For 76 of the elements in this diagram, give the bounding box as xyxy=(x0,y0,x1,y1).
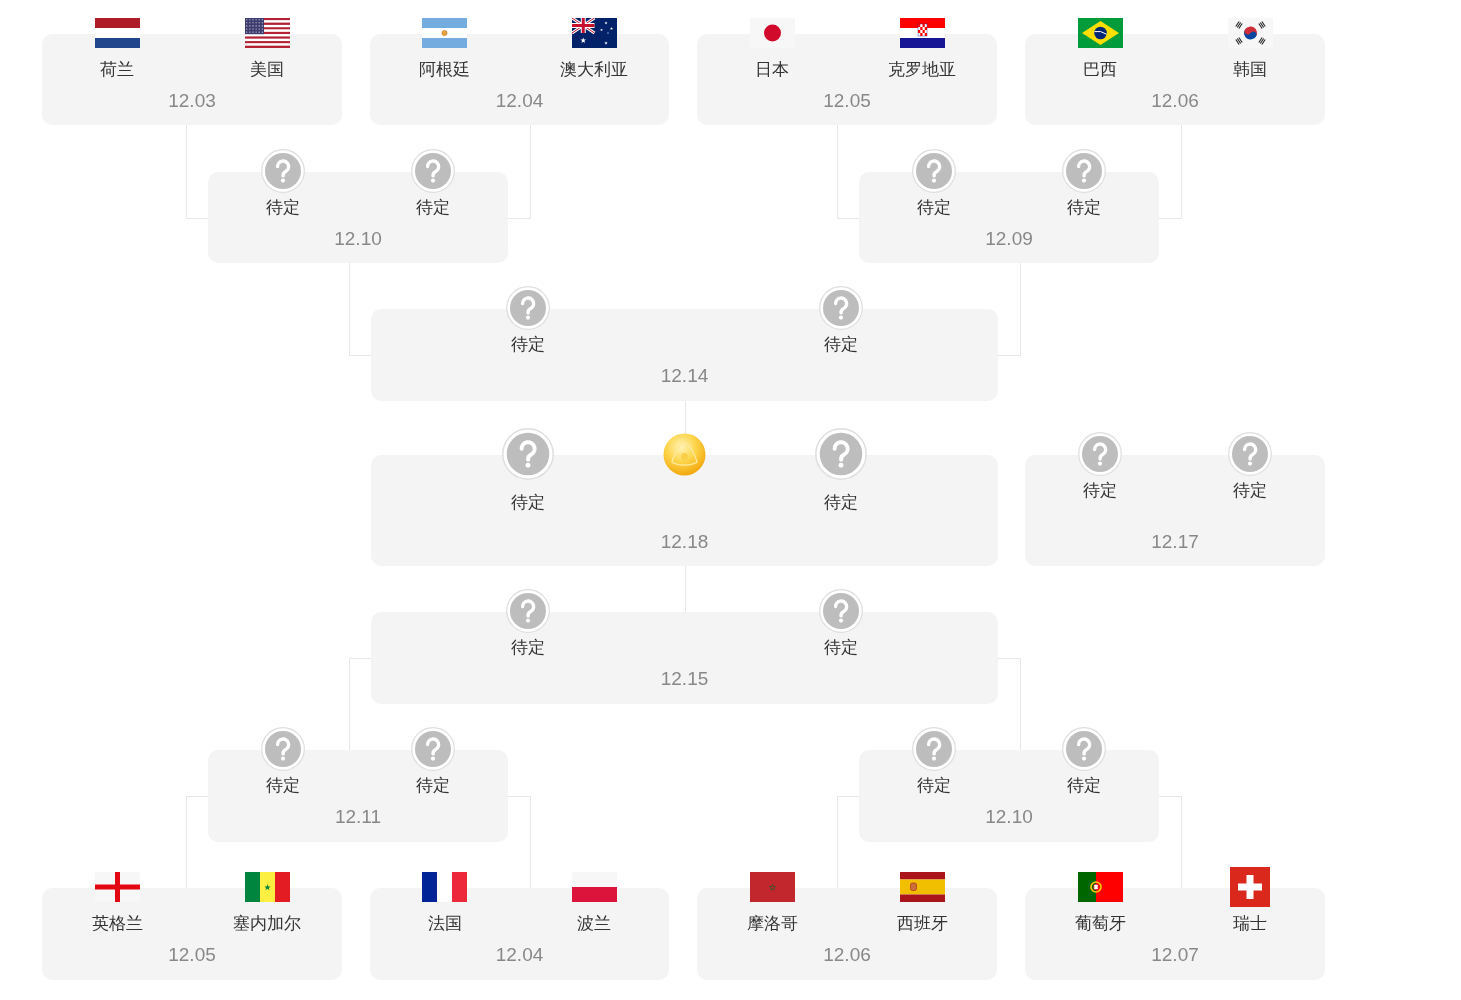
team-name: 待定 xyxy=(1083,481,1117,501)
team-name: 塞内加尔 xyxy=(233,914,301,934)
team-name: 西班牙 xyxy=(896,914,948,934)
connector-line xyxy=(349,262,372,356)
team-name: 法国 xyxy=(427,914,462,934)
team-name: 待定 xyxy=(917,198,951,218)
team-name: 待定 xyxy=(824,335,859,355)
match-date: 12.04 xyxy=(495,944,544,966)
match-date: 12.18 xyxy=(660,531,709,553)
team-name: 待定 xyxy=(510,335,545,355)
team-name: 待定 xyxy=(416,198,450,218)
connector-line xyxy=(186,796,209,889)
match-date: 12.10 xyxy=(334,228,382,250)
team-name: 波兰 xyxy=(577,914,612,934)
match-date: 12.07 xyxy=(1151,944,1199,966)
team-name: 待定 xyxy=(416,776,450,796)
team-name: 待定 xyxy=(510,493,545,513)
match-date: 12.09 xyxy=(985,228,1033,250)
match-card xyxy=(208,750,508,842)
match-date: 12.04 xyxy=(495,90,544,112)
team-name: 阿根廷 xyxy=(419,60,471,80)
team-name: 待定 xyxy=(510,638,545,658)
match-date: 12.05 xyxy=(168,944,216,966)
connector-line xyxy=(1158,796,1182,889)
match-card xyxy=(371,612,998,704)
team-name: 待定 xyxy=(824,638,859,658)
match-card xyxy=(859,750,1159,842)
match-card xyxy=(371,455,998,566)
match-date: 12.15 xyxy=(660,668,709,690)
match-date: 12.05 xyxy=(823,90,871,112)
team-name: 巴西 xyxy=(1083,60,1117,80)
match-card xyxy=(42,888,342,980)
match-date: 12.06 xyxy=(1151,90,1199,112)
match-date: 12.14 xyxy=(660,365,709,387)
team-name: 澳大利亚 xyxy=(560,60,629,80)
team-name: 待定 xyxy=(266,198,300,218)
connector-line xyxy=(349,658,372,751)
connector-line xyxy=(997,658,1021,751)
connector-line xyxy=(1158,124,1182,219)
team-name: 日本 xyxy=(755,60,789,80)
connector-line xyxy=(186,124,209,219)
match-card xyxy=(1025,34,1325,125)
team-name: 葡萄牙 xyxy=(1074,914,1126,934)
team-name: 待定 xyxy=(266,776,300,796)
match-card xyxy=(1025,888,1325,980)
team-name: 美国 xyxy=(250,60,284,80)
team-name: 克罗地亚 xyxy=(888,60,956,80)
connector-line xyxy=(507,796,531,889)
team-name: 荷兰 xyxy=(100,60,134,80)
match-card xyxy=(1025,455,1325,566)
connector-line xyxy=(997,262,1021,356)
team-name: 瑞士 xyxy=(1233,914,1267,934)
match-date: 12.03 xyxy=(168,90,216,112)
match-date: 12.17 xyxy=(1151,531,1199,553)
team-name: 待定 xyxy=(1067,198,1101,218)
team-name: 待定 xyxy=(1233,481,1267,501)
match-card xyxy=(697,34,997,125)
match-card xyxy=(371,309,998,401)
match-date: 12.11 xyxy=(334,806,382,828)
team-name: 摩洛哥 xyxy=(746,914,798,934)
match-card xyxy=(697,888,997,980)
match-card xyxy=(370,888,669,980)
match-card xyxy=(859,172,1159,263)
connector-line xyxy=(837,796,860,889)
match-card xyxy=(42,34,342,125)
team-name: 英格兰 xyxy=(91,914,143,934)
connector-line xyxy=(837,124,860,219)
match-card xyxy=(208,172,508,263)
team-name: 韩国 xyxy=(1233,60,1267,80)
team-name: 待定 xyxy=(1067,776,1101,796)
match-card xyxy=(370,34,669,125)
match-date: 12.06 xyxy=(823,944,871,966)
match-date: 12.10 xyxy=(985,806,1033,828)
team-name: 待定 xyxy=(917,776,951,796)
connector-line xyxy=(507,124,531,219)
team-name: 待定 xyxy=(824,493,859,513)
